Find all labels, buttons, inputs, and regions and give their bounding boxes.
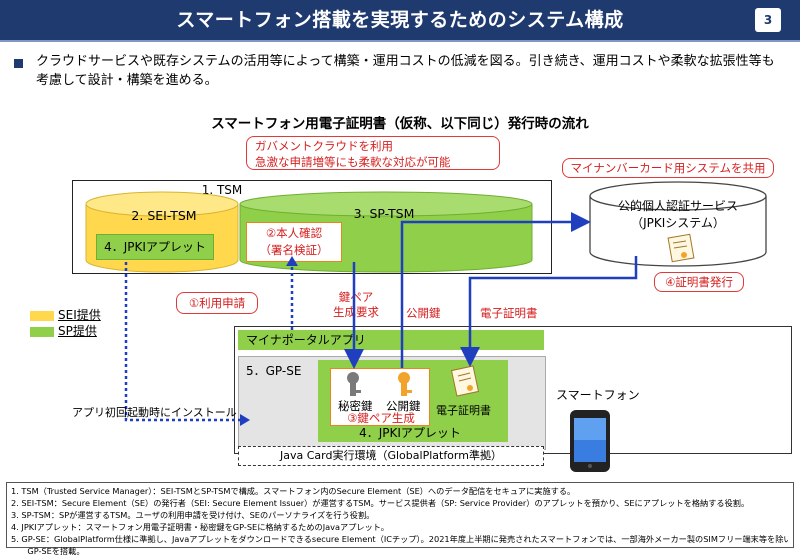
legend-sei-label: SEI提供: [58, 308, 101, 322]
legend-sp-swatch: [30, 327, 54, 337]
callout-government-cloud: ガバメントクラウドを利用 急激な申請増等にも柔軟な対応が可能: [246, 136, 500, 170]
identity-check-box: ②本人確認 （署名検証）: [246, 222, 342, 262]
portal-app: マイナポータルアプリ: [238, 330, 544, 350]
private-key-label: 秘密鍵: [338, 399, 373, 413]
header-bar: [0, 0, 800, 40]
page-number: 3: [755, 8, 781, 32]
jpki-system-label: 公的個人認証サービス （JPKIシステム）: [600, 198, 756, 232]
certificate-icon: [450, 365, 480, 397]
footnote-5: 5. GP-SE：GlobalPlatform仕様に準拠し、Javaアプレットを…: [11, 534, 789, 544]
smartphone-label: スマートフォン: [556, 388, 640, 402]
tsm-label: 1. TSM: [201, 183, 243, 197]
bullet-text: クラウドサービスや既存システムの活用等によって構築・運用コストの低減を図る。引き…: [36, 54, 775, 88]
install-note: アプリ初回起動時にインストール: [72, 406, 237, 419]
jpki-certificate-icon: [667, 233, 695, 263]
footnote-1: 1. TSM（Trusted Service Manager）：SEI-TSMと…: [11, 486, 576, 496]
sei-tsm-label: 2. SEI-TSM: [131, 208, 197, 223]
public-key-arrow: [400, 212, 591, 368]
callout-card-system: マイナンバーカード用システムを共用: [562, 158, 774, 178]
bullet-icon: [14, 59, 23, 68]
sp-tsm-label: 3. SP-TSM: [353, 206, 415, 221]
jpki-system-cylinder: [589, 181, 767, 267]
keypair-request-line1: 鍵ペア: [338, 290, 374, 304]
private-key-icon: [347, 372, 361, 396]
keypair-request-label: 鍵ペア 生成要求: [318, 290, 394, 320]
install-arrow: [124, 262, 244, 422]
callout-cloud-line1: ガバメントクラウドを利用: [255, 139, 393, 153]
jpki-applet-se-label: 4．JPKIアプレット: [359, 426, 461, 440]
keypair-request-line2: 生成要求: [333, 305, 379, 319]
certificate-arrow: [460, 256, 638, 367]
callout-cloud-line2: 急激な申請増等にも柔軟な対応が可能: [255, 155, 451, 169]
cert-issue-label: ④証明書発行: [654, 272, 744, 292]
footnote-2: 2. SEI-TSM：Secure Element（SE）の発行者（SEI: S…: [11, 498, 750, 508]
identity-check-line1: ②本人確認: [265, 226, 323, 240]
keypair-box: [330, 368, 430, 426]
legend-sp-label: SP提供: [58, 324, 97, 338]
identity-check-line2: （署名検証）: [259, 243, 329, 257]
footnotes: 1. TSM（Trusted Service Manager）：SEI-TSMと…: [6, 482, 794, 556]
jpki-system-line1: 公的個人認証サービス: [617, 199, 738, 213]
apply-label: ①利用申請: [176, 292, 258, 314]
e-cert-se-label: 電子証明書: [436, 404, 491, 417]
footnote-4: 4. JPKIアプレット：スマートフォン用電子証明書・秘密鍵をGP-SEに格納す…: [11, 522, 389, 532]
page-title: スマートフォン搭載を実現するためのシステム構成: [176, 9, 624, 31]
public-key-arrow-label: 公開鍵: [406, 306, 441, 320]
diagram-title: スマートフォン用電子証明書（仮称、以下同じ）発行時の流れ: [211, 116, 589, 132]
keypair-gen-label: ③鍵ペア生成: [347, 411, 415, 425]
smartphone-icon: [570, 410, 610, 472]
jpki-system-line2: （JPKIシステム）: [631, 216, 725, 230]
java-card-env: Java Card実行環境（GlobalPlatform準拠）: [238, 446, 544, 466]
legend-sei-swatch: [30, 311, 54, 321]
footnote-3: 3. SP-TSM：SPが運営するTSM。ユーザの利用申請を受け付け、SEのパー…: [11, 510, 375, 520]
e-cert-arrow-label: 電子証明書: [480, 306, 538, 320]
header-divider: [0, 40, 800, 42]
public-key-label: 公開鍵: [386, 399, 421, 413]
footnote-5-cont: GP-SEを搭載。: [11, 546, 85, 556]
gp-se-label: 5．GP-SE: [246, 364, 302, 378]
jpki-applet-tsm: 4．JPKIアプレット: [96, 234, 214, 260]
public-key-icon: [398, 372, 412, 396]
